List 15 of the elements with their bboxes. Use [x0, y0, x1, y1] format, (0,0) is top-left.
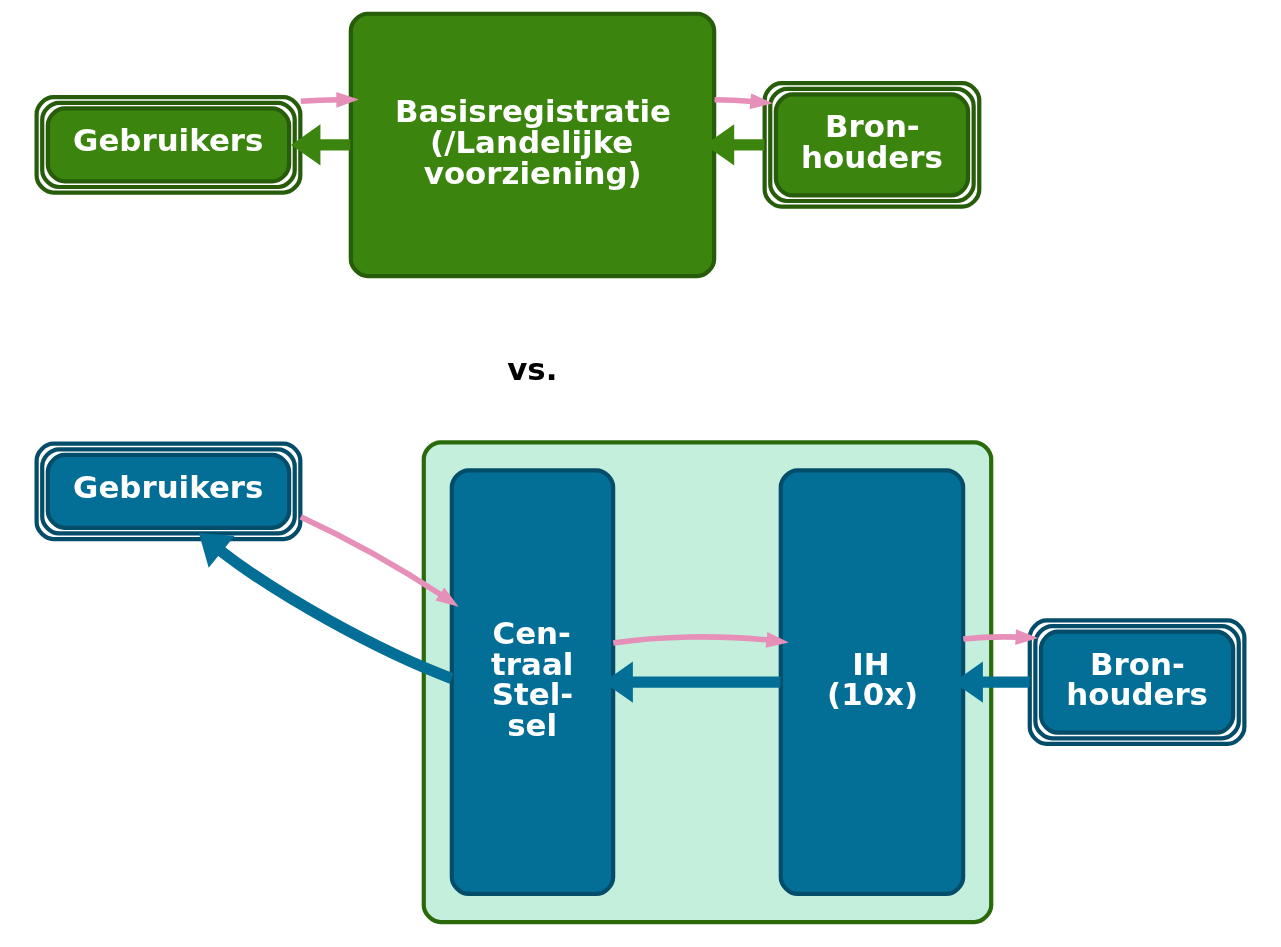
arrow	[963, 629, 1039, 645]
arrow	[291, 124, 351, 166]
node-box: Gebruikers	[34, 95, 303, 195]
arrow	[612, 632, 789, 648]
cluster	[421, 440, 994, 925]
arrow	[299, 514, 459, 607]
node-box: Cen- traal Stel- sel	[449, 468, 616, 897]
arrow	[300, 91, 359, 108]
node-box: Gebruikers	[34, 441, 303, 542]
label: vs.	[507, 351, 558, 388]
node-box: Basisregistratie (/Landelijke voorziening)	[348, 11, 717, 279]
node-box: IH (10x)	[778, 468, 966, 897]
arrow	[714, 93, 773, 110]
node-box: Bron- houders	[1027, 618, 1247, 746]
node-box: Bron- houders	[762, 81, 982, 209]
